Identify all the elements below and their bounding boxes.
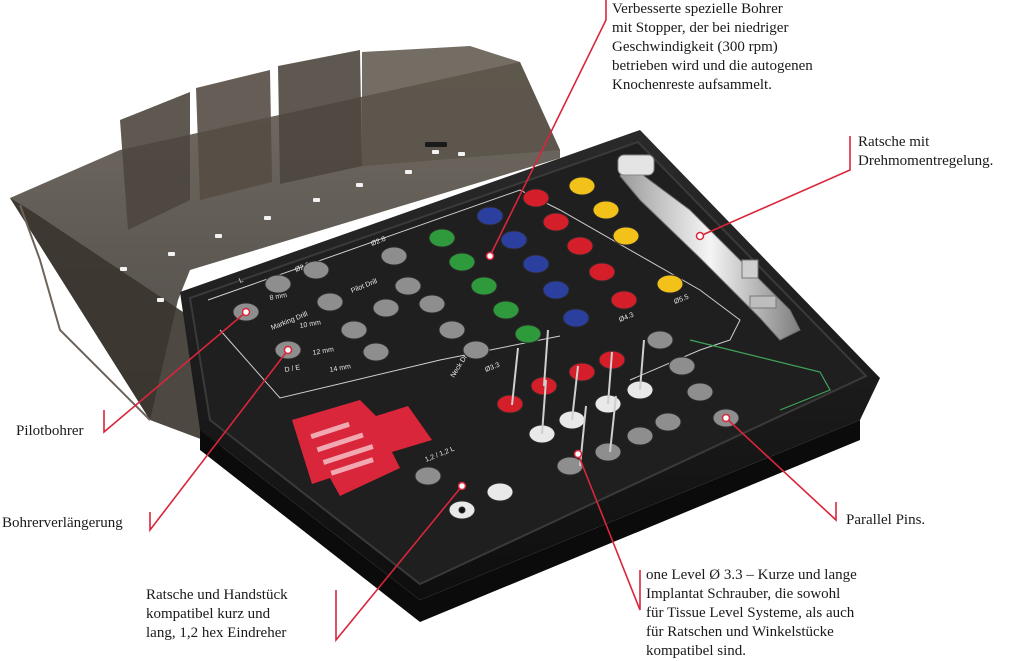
lid-holes (120, 142, 465, 302)
callout-ratchet: Ratsche mit Drehmomentregelung. (858, 134, 994, 169)
callout-leaders (103, 0, 851, 643)
label-depth-14: 14 mm (329, 363, 351, 374)
brand-logo-patch (292, 400, 432, 496)
callout-handpiece: Ratsche und Handstück kompatibel kurz un… (146, 587, 288, 641)
label-depth-10: 10 mm (299, 319, 321, 330)
callout-special-drills: Verbesserte spezielle Bohrer mit Stopper… (612, 1, 813, 93)
case-lid (10, 46, 560, 450)
label-depth-8: 8 mm (269, 292, 288, 302)
label-de: D / E (284, 364, 301, 374)
callout-implant-drivers: one Level Ø 3.3 – Kurze und lange Implan… (646, 567, 857, 659)
callout-parallel-pins: Parallel Pins. (846, 512, 926, 528)
label-depth-12: 12 mm (312, 346, 334, 357)
ratchet-tool (617, 154, 801, 341)
callout-dots (241, 231, 731, 491)
drill-shanks (511, 329, 645, 467)
callout-drill-extension: Bohrerverlängerung (2, 515, 123, 531)
callout-pilot-drill: Pilotbohrer (16, 423, 84, 439)
instrument-rings (232, 176, 740, 520)
label-l: L (238, 277, 244, 285)
